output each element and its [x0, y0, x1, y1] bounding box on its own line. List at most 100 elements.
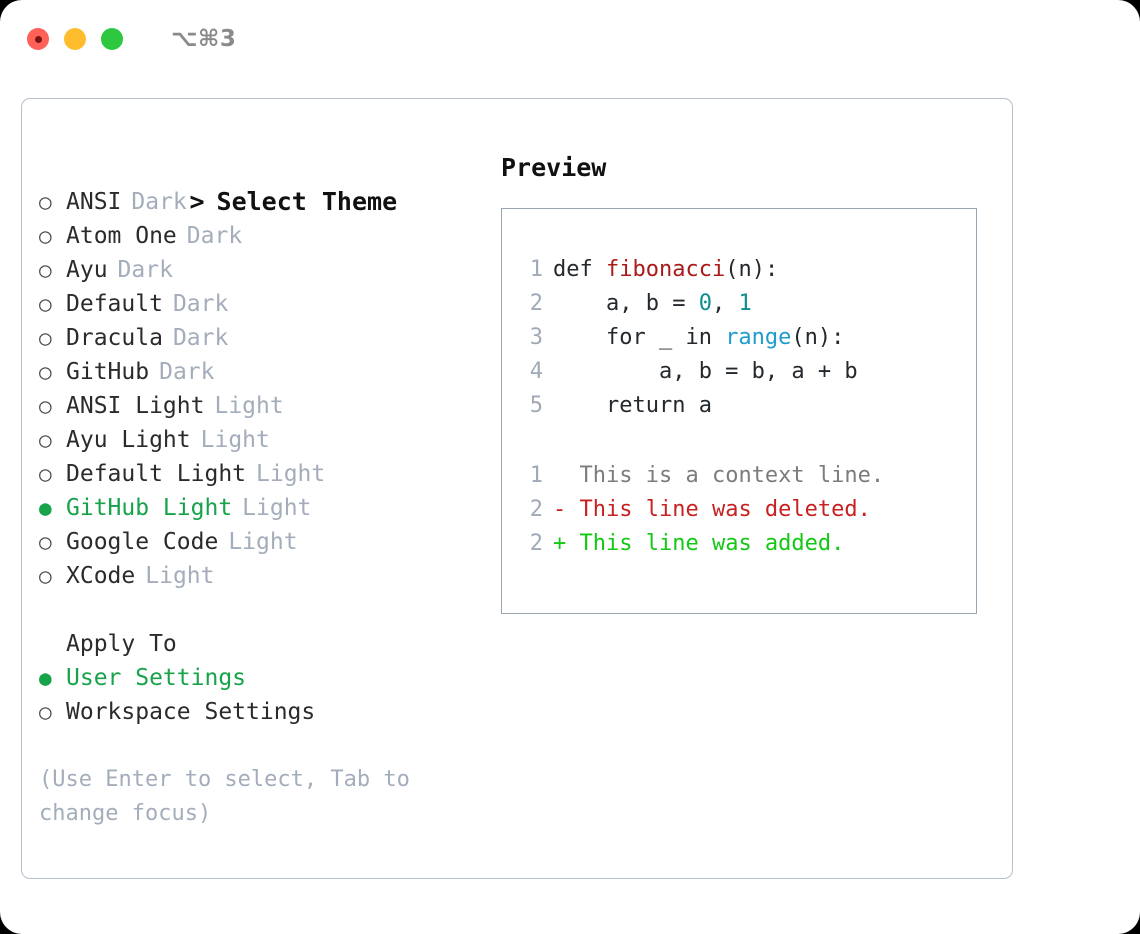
- code-token-plain: (n):: [791, 325, 845, 350]
- apply-to-title: Apply To: [66, 631, 177, 657]
- theme-option-label: Ayu: [66, 257, 108, 283]
- theme-option-label: ANSI Light: [66, 393, 205, 419]
- theme-kind-badge: Light: [200, 427, 270, 453]
- diff-text: This line was deleted.: [579, 497, 871, 522]
- code-token-plain: a, b = b, a + b: [553, 359, 858, 384]
- theme-option-ansi-light[interactable]: ○ ANSI Light Light: [39, 389, 479, 423]
- theme-kind-badge: Dark: [172, 325, 229, 351]
- keyboard-hint: (Use Enter to select, Tab to change focu…: [39, 767, 410, 826]
- theme-option-label: Default: [66, 291, 163, 317]
- radio-unselected-icon: ○: [39, 462, 52, 486]
- line-number: 1: [529, 463, 543, 488]
- code-token-call: range: [725, 325, 792, 350]
- code-token-plain: a, b =: [553, 291, 699, 316]
- spacer: [566, 531, 579, 556]
- diff-marker: -: [553, 497, 567, 522]
- apply-to-option-workspace-settings[interactable]: ○ Workspace Settings: [39, 695, 479, 729]
- recording-dot-icon: [34, 35, 42, 43]
- code-line: 5 return a: [502, 389, 976, 423]
- zoom-button[interactable]: [101, 28, 123, 50]
- theme-list-title: Select Theme: [216, 187, 398, 216]
- theme-option-label: Atom One: [66, 223, 177, 249]
- code-token-num: 0: [698, 291, 712, 316]
- radio-unselected-icon: ○: [39, 700, 52, 724]
- diff-marker: +: [553, 531, 567, 556]
- code-line: 3 for _ in range(n):: [502, 321, 976, 355]
- line-number: 4: [529, 359, 543, 384]
- spacer: [566, 497, 579, 522]
- theme-kind-badge: Light: [145, 563, 215, 589]
- theme-option-label: ANSI: [66, 189, 122, 215]
- radio-selected-icon: ●: [39, 496, 52, 520]
- radio-unselected-icon: ○: [39, 428, 52, 452]
- radio-unselected-icon: ○: [39, 190, 52, 214]
- close-button[interactable]: [27, 28, 49, 50]
- code-line: 1 def fibonacci(n):: [502, 253, 976, 287]
- theme-option-label: Default Light: [66, 461, 247, 487]
- title-bar: ⌥⌘3: [0, 0, 1140, 78]
- theme-kind-badge: Light: [242, 495, 312, 521]
- theme-option-xcode[interactable]: ○ XCode Light: [39, 559, 479, 593]
- theme-kind-badge: Light: [214, 393, 284, 419]
- radio-unselected-icon: ○: [39, 360, 52, 384]
- theme-kind-badge: Dark: [131, 189, 187, 215]
- apply-to-option-user-settings[interactable]: ●User Settings: [39, 661, 479, 695]
- theme-option-ayu-light[interactable]: ○ Ayu Light Light: [39, 423, 479, 457]
- theme-kind-badge: Dark: [172, 291, 229, 317]
- radio-unselected-icon: ○: [39, 394, 52, 418]
- diff-sample: 1 This is a context line. 2- This line wa…: [502, 459, 976, 561]
- diff-text: This line was added.: [579, 531, 845, 556]
- diff-text: This is a context line.: [579, 463, 885, 488]
- theme-option-ansi[interactable]: ○ ANSI Dark: [39, 185, 479, 219]
- theme-option-github-light[interactable]: ● GitHub Light Light: [39, 491, 479, 525]
- code-token-plain: (n):: [725, 257, 779, 282]
- spacer: [566, 463, 579, 488]
- radio-unselected-icon: ○: [39, 530, 52, 554]
- theme-option-label: GitHub Light: [66, 495, 233, 521]
- line-number: 5: [529, 393, 543, 418]
- radio-unselected-icon: ○: [39, 224, 52, 248]
- code-token-fn: fibonacci: [605, 257, 726, 282]
- theme-kind-badge: Dark: [186, 223, 243, 249]
- theme-option-default[interactable]: ○ Default Dark: [39, 287, 479, 321]
- code-token-num: 1: [738, 291, 752, 316]
- caret-icon: >: [189, 187, 205, 216]
- line-number: 2: [529, 531, 543, 556]
- theme-list-header: > Select Theme: [39, 151, 479, 216]
- theme-option-atom-one[interactable]: ○ Atom One Dark: [39, 219, 479, 253]
- apply-to-option-label: User Settings: [66, 665, 247, 691]
- theme-option-label: Dracula: [66, 325, 163, 351]
- traffic-lights: [27, 28, 123, 50]
- minimize-button[interactable]: [64, 28, 86, 50]
- blank-marker: ○: [39, 627, 66, 661]
- code-token-plain: def: [553, 257, 606, 282]
- diff-line: 2 + This line was added.: [502, 527, 976, 561]
- line-number: 3: [529, 325, 543, 350]
- code-token-plain: ,: [711, 291, 739, 316]
- theme-kind-badge: Light: [228, 529, 298, 555]
- theme-option-label: Google Code: [66, 529, 219, 555]
- line-number: 2: [529, 497, 543, 522]
- code-line: 2 a, b = 0, 1: [502, 287, 976, 321]
- apply-to-option-label: Workspace Settings: [66, 699, 316, 725]
- theme-option-label: Ayu Light: [66, 427, 191, 453]
- theme-kind-badge: Dark: [117, 257, 173, 283]
- diff-line: 2- This line was deleted.: [502, 493, 976, 527]
- radio-unselected-icon: ○: [39, 292, 52, 316]
- preview-title: Preview: [501, 153, 607, 182]
- theme-option-label: XCode: [66, 563, 136, 589]
- radio-unselected-icon: ○: [39, 564, 52, 588]
- code-token-plain: return a: [553, 393, 712, 418]
- theme-option-google-code[interactable]: ○ Google Code Light: [39, 525, 479, 559]
- diff-marker: [553, 463, 566, 488]
- line-number: 1: [529, 257, 543, 282]
- code-line: 4 a, b = b, a + b: [502, 355, 976, 389]
